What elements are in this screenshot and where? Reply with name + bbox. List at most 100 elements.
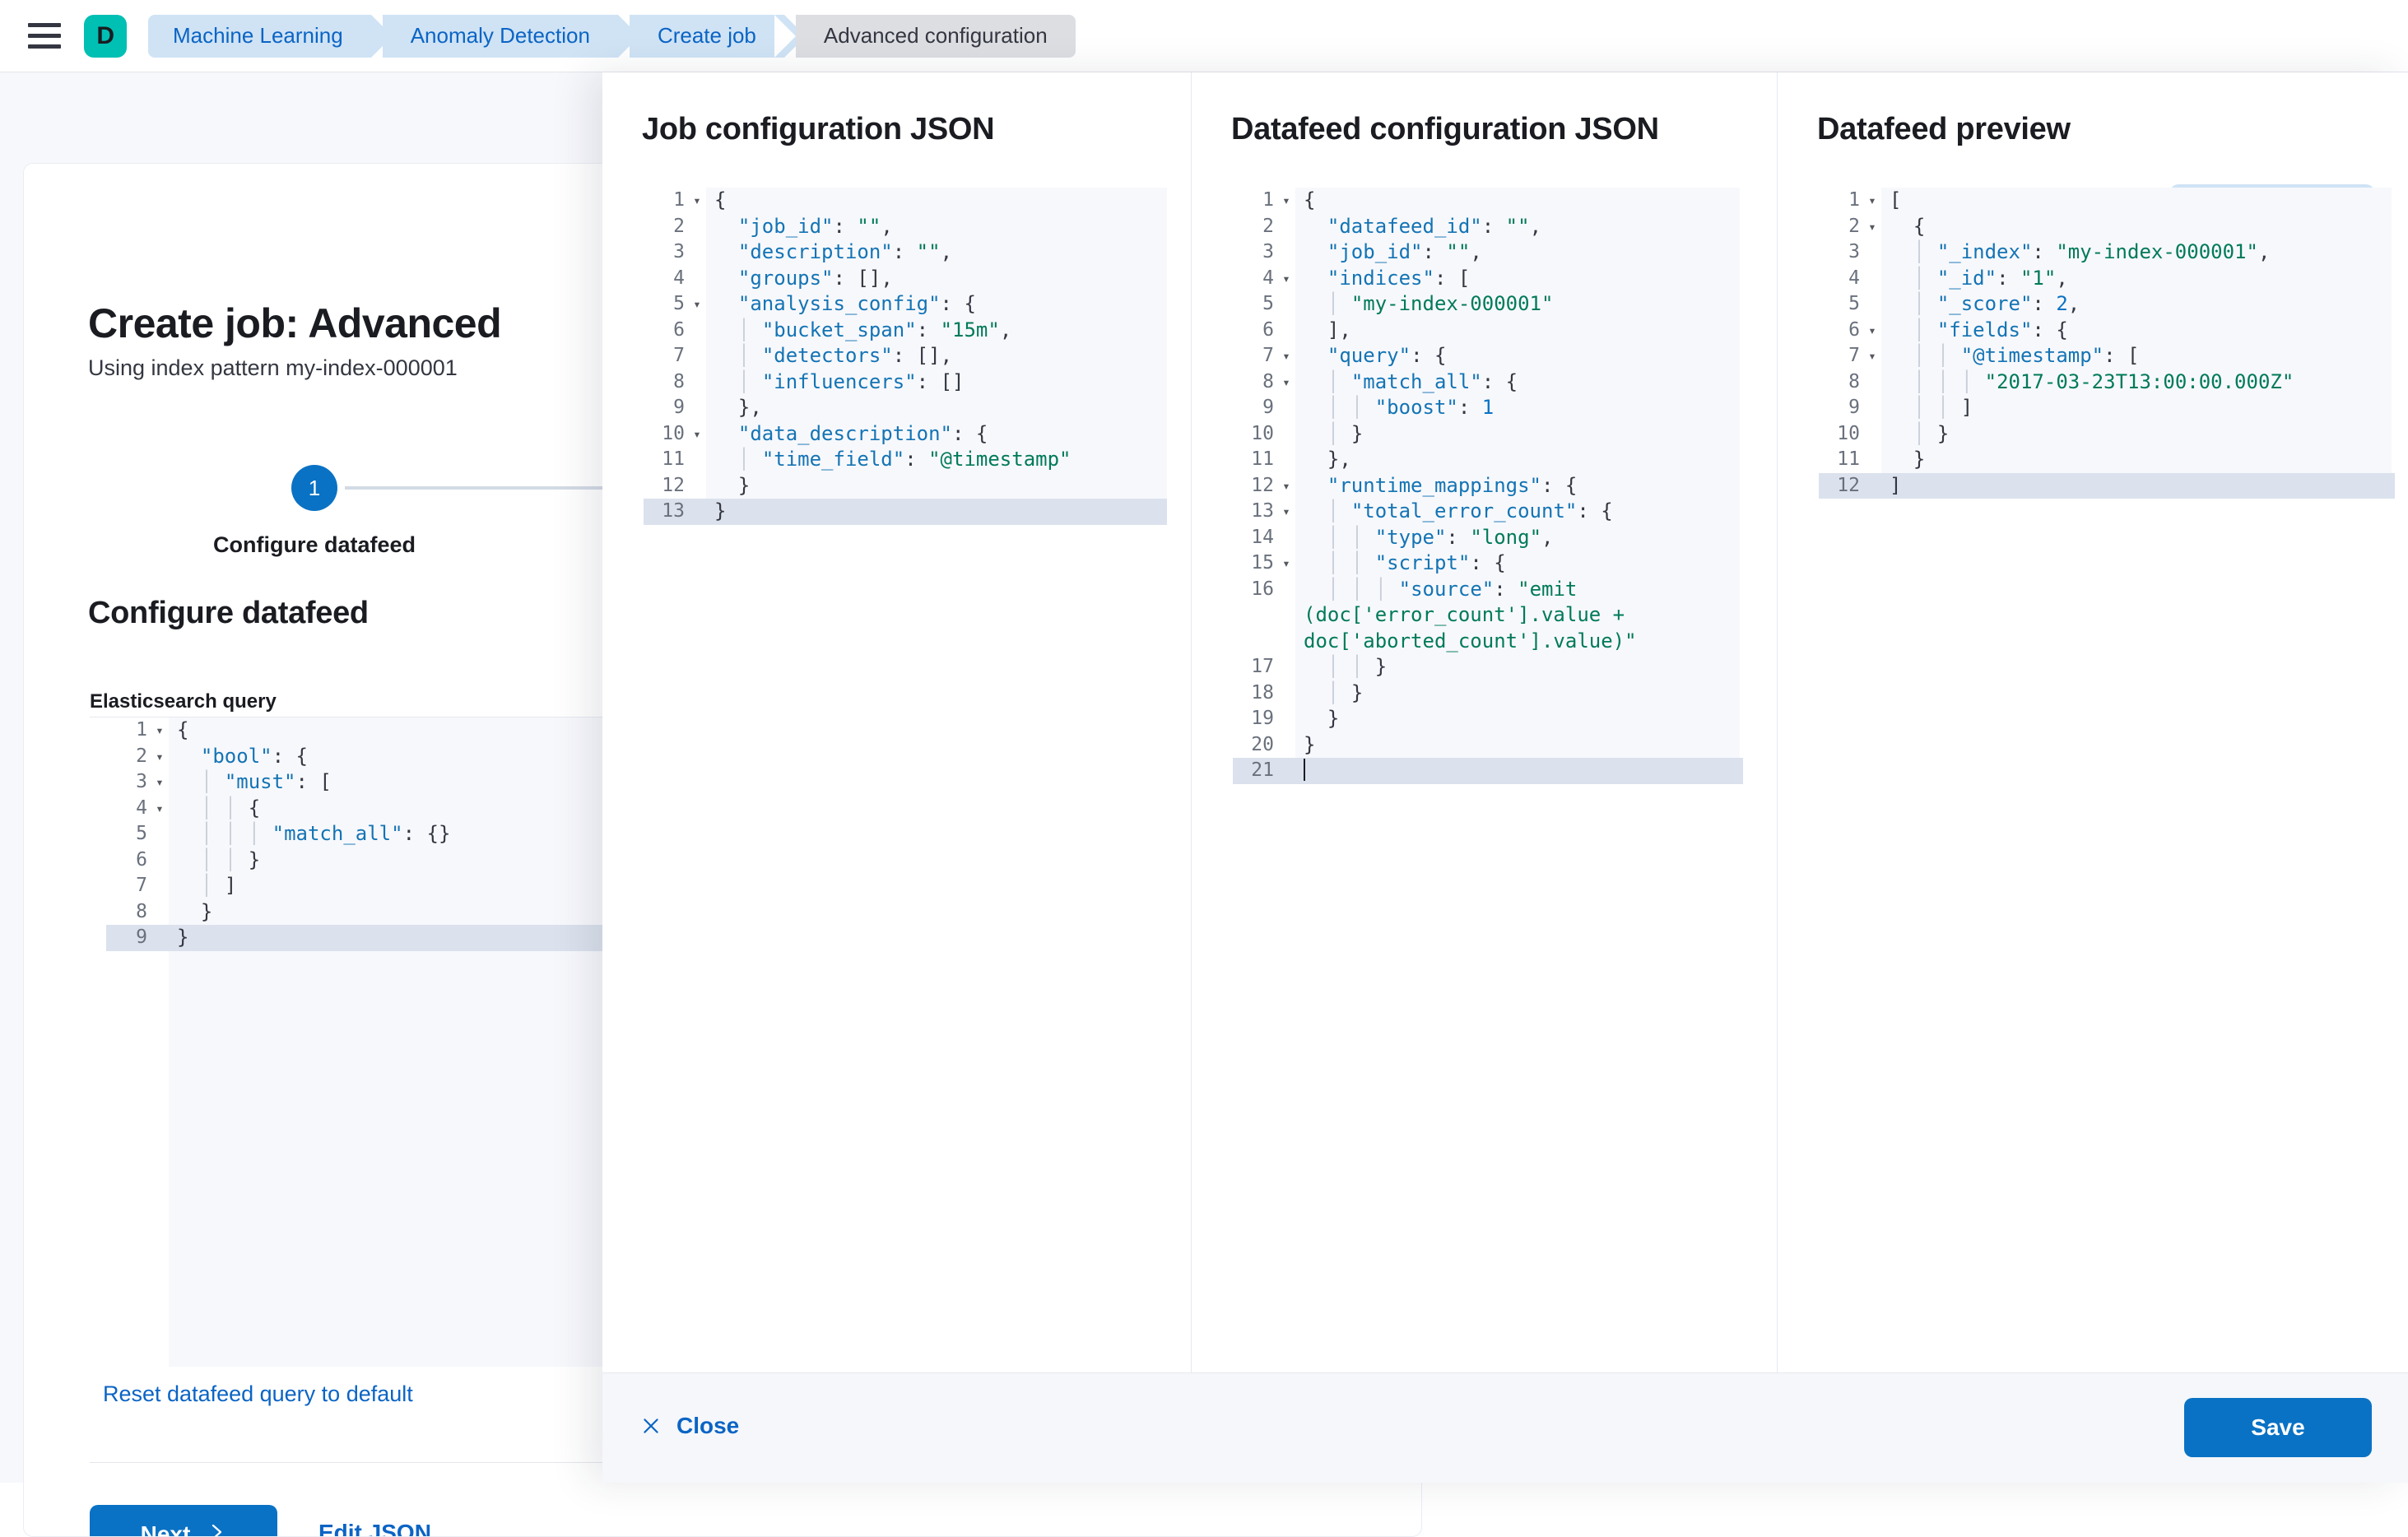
code-text: │ │ "boost": 1 — [1327, 396, 1495, 419]
code-line[interactable]: 20} — [1233, 732, 1743, 759]
code-line[interactable]: 4▾ "indices": [ — [1233, 266, 1743, 292]
code-line[interactable]: 12▾ "runtime_mappings": { — [1233, 473, 1743, 499]
code-line[interactable]: 2▾ "bool": { — [106, 744, 1421, 770]
code-line[interactable]: 9 }, — [644, 395, 1167, 421]
code-line[interactable]: 10 │ } — [1233, 421, 1743, 448]
code-line[interactable]: 3▾ │ "must": [ — [106, 769, 1421, 796]
code-line[interactable]: 1▾[ — [1819, 188, 2395, 214]
code-line[interactable]: 2 "datafeed_id": "", — [1233, 214, 1743, 240]
code-line[interactable]: 4▾ │ │ { — [106, 796, 1421, 822]
fold-toggle-icon[interactable]: ▾ — [1282, 270, 1290, 286]
code-line[interactable]: 7▾ │ │ "@timestamp": [ — [1819, 343, 2395, 369]
fold-toggle-icon[interactable]: ▾ — [1868, 218, 1876, 234]
code-line[interactable]: 21 — [1233, 758, 1743, 784]
line-number: 5 — [1848, 293, 1860, 314]
code-line[interactable]: 8 │ │ │ "2017-03-23T13:00:00.000Z" — [1819, 369, 2395, 396]
fold-toggle-icon[interactable]: ▾ — [156, 748, 164, 764]
save-button[interactable]: Save — [2184, 1398, 2372, 1457]
fold-toggle-icon[interactable]: ▾ — [156, 774, 164, 790]
code-text: "query": { — [1327, 344, 1447, 367]
code-line[interactable]: 11 }, — [1233, 447, 1743, 473]
code-line[interactable]: 3 "description": "", — [644, 239, 1167, 266]
app-logo[interactable]: D — [84, 14, 127, 58]
code-line[interactable]: 3 "job_id": "", — [1233, 239, 1743, 266]
code-line[interactable]: 5 │ │ │ "match_all": {} — [106, 821, 1421, 847]
code-line[interactable]: 9 │ │ "boost": 1 — [1233, 395, 1743, 421]
code-line[interactable]: 6 ], — [1233, 318, 1743, 344]
code-line[interactable]: 2▾ { — [1819, 214, 2395, 240]
code-line[interactable]: 8 } — [106, 899, 1421, 926]
fold-toggle-icon[interactable]: ▾ — [693, 193, 701, 208]
code-line[interactable]: 14 │ │ "type": "long", — [1233, 525, 1743, 551]
fold-toggle-icon[interactable]: ▾ — [1282, 555, 1290, 571]
fold-toggle-icon[interactable]: ▾ — [1868, 348, 1876, 364]
next-button[interactable]: Next — [90, 1505, 277, 1536]
code-line[interactable]: 10▾ "data_description": { — [644, 421, 1167, 448]
code-line[interactable]: 4 │ "_id": "1", — [1819, 266, 2395, 292]
fold-toggle-icon[interactable]: ▾ — [156, 722, 164, 738]
code-text: │ │ │ "2017-03-23T13:00:00.000Z" — [1913, 369, 2294, 393]
code-text: │ } — [1913, 421, 1950, 445]
code-line[interactable]: 19 } — [1233, 706, 1743, 732]
code-line[interactable]: 6▾ │ "fields": { — [1819, 318, 2395, 344]
breadcrumb-item-create-job[interactable]: Create job — [629, 14, 806, 58]
reset-datafeed-query-link[interactable]: Reset datafeed query to default — [103, 1381, 413, 1406]
code-text: │ "time_field": "@timestamp" — [737, 448, 1072, 471]
code-line[interactable]: 8 │ "influencers": [] — [644, 369, 1167, 396]
code-line[interactable]: 7 │ ] — [106, 873, 1421, 899]
code-line[interactable]: 13▾ │ "total_error_count": { — [1233, 499, 1743, 525]
fold-toggle-icon[interactable]: ▾ — [1282, 193, 1290, 208]
code-line[interactable]: 12 } — [644, 473, 1167, 499]
code-line[interactable]: 17 │ │ } — [1233, 654, 1743, 680]
fold-toggle-icon[interactable]: ▾ — [1282, 477, 1290, 494]
fold-toggle-icon[interactable]: ▾ — [693, 296, 701, 312]
fold-toggle-icon[interactable]: ▾ — [1868, 322, 1876, 338]
code-line[interactable]: 10 │ } — [1819, 421, 2395, 448]
code-line[interactable]: 8▾ │ "match_all": { — [1233, 369, 1743, 396]
code-line[interactable]: 5 │ "my-index-000001" — [1233, 291, 1743, 318]
code-line[interactable]: 6 │ │ } — [106, 847, 1421, 874]
line-number: 11 — [1251, 448, 1274, 470]
code-line[interactable]: 5 │ "_score": 2, — [1819, 291, 2395, 318]
page-subtitle: Using index pattern my-index-000001 — [88, 355, 458, 380]
line-number: 4 — [1262, 267, 1274, 289]
close-button[interactable]: Close — [640, 1413, 739, 1439]
datafeed-configuration-code-area[interactable]: 1▾{2 "datafeed_id": "",3 "job_id": "",4 ▾… — [1233, 188, 1743, 784]
code-line[interactable]: 2 "job_id": "", — [644, 214, 1167, 240]
fold-toggle-icon[interactable]: ▾ — [156, 800, 164, 816]
code-line[interactable]: 15▾ │ │ "script": { — [1233, 550, 1743, 577]
code-line[interactable]: 4 "groups": [], — [644, 266, 1167, 292]
fold-toggle-icon[interactable]: ▾ — [1282, 374, 1290, 390]
code-line[interactable]: 1▾{ — [644, 188, 1167, 214]
fold-toggle-icon[interactable]: ▾ — [1868, 193, 1876, 208]
code-line[interactable]: 16 │ │ │ "source": "emit (doc['error_cou… — [1233, 577, 1743, 655]
line-number: 10 — [1837, 422, 1860, 444]
code-line[interactable]: 11 } — [1819, 447, 2395, 473]
code-line[interactable]: 1▾{ — [106, 717, 1421, 744]
job-configuration-code-area[interactable]: 1▾{2 "job_id": "",3 "description": "",4 … — [644, 188, 1167, 525]
code-line[interactable]: 11 │ "time_field": "@timestamp" — [644, 447, 1167, 473]
code-line[interactable]: 12] — [1819, 472, 2395, 499]
code-line[interactable]: 3 │ "_index": "my-index-000001", — [1819, 239, 2395, 266]
fold-toggle-icon[interactable]: ▾ — [693, 425, 701, 442]
code-line[interactable]: 1▾{ — [1233, 188, 1743, 214]
code-line[interactable]: 5▾ "analysis_config": { — [644, 291, 1167, 318]
fold-toggle-icon[interactable]: ▾ — [1282, 504, 1290, 519]
code-line[interactable]: 18 │ } — [1233, 680, 1743, 707]
edit-json-button[interactable]: Edit JSON — [318, 1520, 431, 1537]
step-indicator-1[interactable]: 1 — [291, 465, 337, 511]
breadcrumb-item-advanced-configuration[interactable]: Advanced configuration — [774, 14, 1076, 58]
code-text: │ │ } — [1327, 655, 1388, 678]
breadcrumb-item-machine-learning[interactable]: Machine Learning — [148, 14, 393, 58]
code-line[interactable]: 7 │ "detectors": [], — [644, 343, 1167, 369]
fold-toggle-icon[interactable]: ▾ — [1282, 348, 1290, 364]
code-line[interactable]: 9 │ │ ] — [1819, 395, 2395, 421]
hamburger-icon[interactable] — [28, 19, 63, 53]
code-line[interactable]: 13} — [644, 499, 1167, 525]
breadcrumb-item-anomaly-detection[interactable]: Anomaly Detection — [382, 14, 640, 58]
code-line[interactable]: 6 │ "bucket_span": "15m", — [644, 318, 1167, 344]
line-number: 5 — [673, 293, 685, 314]
close-button-label: Close — [676, 1413, 740, 1438]
code-line[interactable]: 7▾ "query": { — [1233, 343, 1743, 369]
datafeed-preview-code-area[interactable]: 1▾[2▾ {3 │ "_index": "my-index-000001",4… — [1819, 188, 2395, 499]
